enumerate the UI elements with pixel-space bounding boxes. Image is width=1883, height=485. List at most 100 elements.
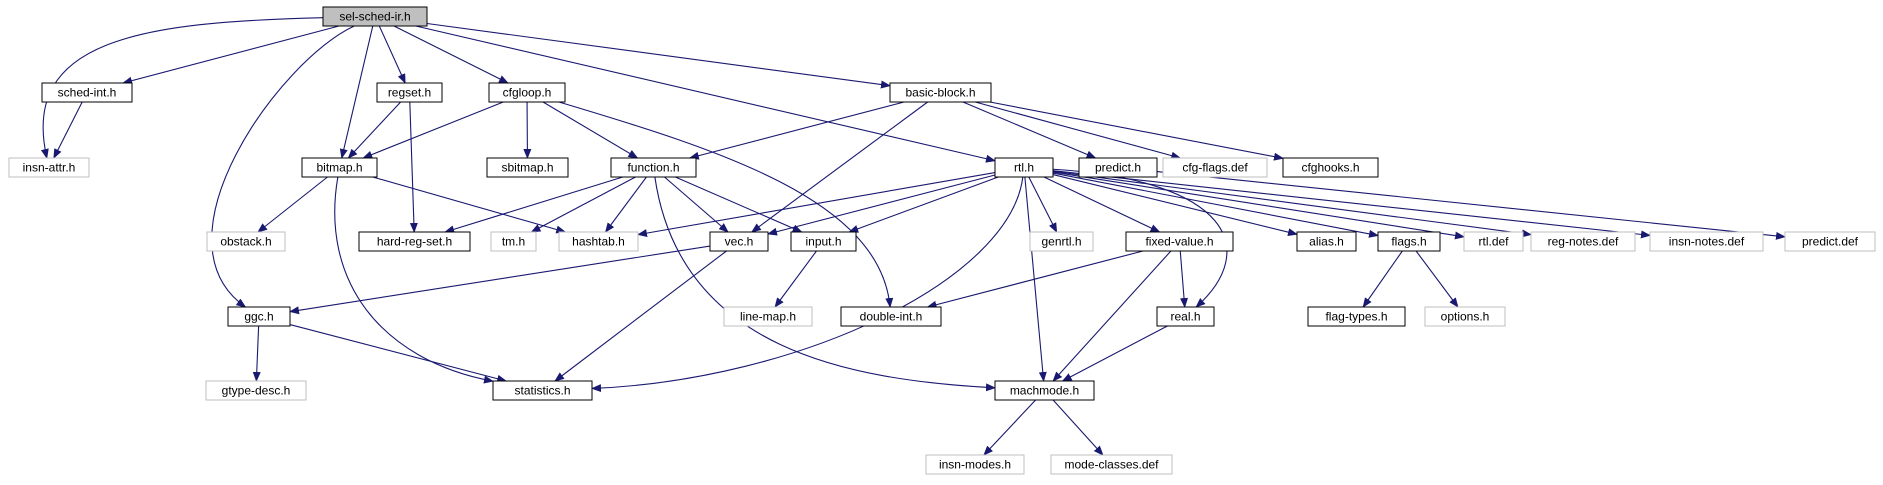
- node-cfg-flags: cfg-flags.def: [1162, 157, 1268, 178]
- node-label: real.h: [1170, 310, 1200, 324]
- node-vec[interactable]: vec.h: [709, 231, 769, 252]
- edge-sel-sched-ir-to-insn-attr: [40, 17, 324, 159]
- node-box: [994, 380, 1095, 401]
- edge-sel-sched-ir-to-ggc: [211, 25, 355, 308]
- node-label: genrtl.h: [1041, 235, 1081, 249]
- node-label: mode-classes.def: [1064, 458, 1159, 472]
- node-ggc[interactable]: ggc.h: [227, 306, 291, 327]
- node-box: [1649, 231, 1764, 252]
- node-hashtab: hashtab.h: [558, 231, 639, 252]
- node-box: [205, 380, 307, 401]
- node-box: [1377, 231, 1441, 252]
- edge-real-to-machmode: [1061, 325, 1168, 382]
- node-alias[interactable]: alias.h: [1296, 231, 1357, 252]
- node-insn-notes: insn-notes.def: [1649, 231, 1764, 252]
- node-flags[interactable]: flags.h: [1377, 231, 1441, 252]
- node-box: [1156, 306, 1215, 327]
- edge-bitmap-to-statistics: [334, 176, 494, 384]
- edge-vec-to-ggc: [289, 245, 711, 315]
- edge-sel-sched-ir-to-cfgloop: [393, 25, 509, 84]
- node-fixed-value[interactable]: fixed-value.h: [1125, 231, 1234, 252]
- node-double-int[interactable]: double-int.h: [840, 306, 942, 327]
- edge-fixed-value-to-real: [1179, 250, 1189, 308]
- node-sched-int[interactable]: sched-int.h: [41, 82, 133, 103]
- edge-sel-sched-ir-to-bitmap: [339, 25, 374, 159]
- node-box: [925, 454, 1025, 475]
- node-box: [1424, 306, 1506, 327]
- node-label: sel-sched-ir.h: [339, 10, 410, 24]
- node-label: cfgloop.h: [503, 86, 552, 100]
- edge-cfgloop-to-bitmap: [362, 101, 504, 159]
- node-label: line-map.h: [740, 310, 796, 324]
- node-cfgloop[interactable]: cfgloop.h: [488, 82, 566, 103]
- node-label: rtl.h: [1014, 161, 1034, 175]
- node-gtype-desc: gtype-desc.h: [205, 380, 307, 401]
- node-label: obstack.h: [220, 235, 271, 249]
- node-label: hard-reg-set.h: [377, 235, 452, 249]
- node-flag-types[interactable]: flag-types.h: [1307, 306, 1406, 327]
- node-box: [376, 82, 443, 103]
- node-label: sched-int.h: [58, 86, 117, 100]
- node-sbitmap[interactable]: sbitmap.h: [486, 157, 569, 178]
- node-box: [1050, 454, 1173, 475]
- node-options: options.h: [1424, 306, 1506, 327]
- edge-bitmap-to-obstack: [257, 176, 328, 233]
- node-input[interactable]: input.h: [790, 231, 857, 252]
- edge-function-to-input: [675, 176, 803, 233]
- edge-rtl-to-input: [848, 176, 999, 233]
- node-label: bitmap.h: [316, 161, 362, 175]
- edge-flags-to-flag-types: [1362, 250, 1403, 308]
- edge-flags-to-options: [1415, 250, 1459, 308]
- node-box: [1162, 157, 1268, 178]
- node-box: [1784, 231, 1876, 252]
- node-label: insn-notes.def: [1669, 235, 1745, 249]
- edge-ggc-to-statistics: [289, 324, 508, 383]
- node-machmode[interactable]: machmode.h: [994, 380, 1095, 401]
- node-regset[interactable]: regset.h: [376, 82, 443, 103]
- edge-basic-block-to-function: [688, 101, 905, 160]
- edges-layer: [40, 17, 1786, 456]
- node-box: [490, 231, 537, 252]
- node-label: tm.h: [502, 235, 525, 249]
- node-predict-def: predict.def: [1784, 231, 1876, 252]
- edge-function-to-vec: [664, 176, 729, 233]
- node-basic-block[interactable]: basic-block.h: [889, 82, 992, 103]
- node-box: [1029, 231, 1094, 252]
- node-predict[interactable]: predict.h: [1078, 157, 1158, 178]
- edge-predict-to-predict-def: [1156, 171, 1786, 240]
- edge-function-to-machmode: [654, 176, 996, 392]
- edge-rtl-to-alias: [1052, 174, 1298, 237]
- node-label: flag-types.h: [1325, 310, 1387, 324]
- edge-machmode-to-mode-classes: [1052, 399, 1104, 456]
- node-box: [1463, 231, 1524, 252]
- node-hard-reg-set[interactable]: hard-reg-set.h: [358, 231, 471, 252]
- edge-rtl-to-flags: [1052, 172, 1379, 238]
- edge-regset-to-hard-reg-set: [409, 101, 418, 233]
- node-box: [301, 157, 378, 178]
- node-label: input.h: [805, 235, 841, 249]
- edge-basic-block-to-cfg-flags: [975, 101, 1182, 160]
- node-function[interactable]: function.h: [610, 157, 697, 178]
- edge-rtl-to-vec: [767, 174, 996, 236]
- edge-ggc-to-gtype-desc: [252, 325, 261, 382]
- node-bitmap[interactable]: bitmap.h: [301, 157, 378, 178]
- edge-sched-int-to-insn-attr: [53, 101, 83, 159]
- node-cfghooks[interactable]: cfghooks.h: [1282, 157, 1379, 178]
- node-sel-sched-ir: sel-sched-ir.h: [322, 6, 428, 27]
- edge-cfgloop-to-double-int: [558, 101, 894, 308]
- node-box: [709, 231, 769, 252]
- node-label: flags.h: [1391, 235, 1426, 249]
- node-obstack: obstack.h: [206, 231, 286, 252]
- node-mode-classes: mode-classes.def: [1050, 454, 1173, 475]
- node-label: sbitmap.h: [501, 161, 553, 175]
- node-label: cfghooks.h: [1301, 161, 1359, 175]
- edge-basic-block-to-predict: [962, 101, 1097, 159]
- node-box: [486, 157, 569, 178]
- node-box: [840, 306, 942, 327]
- node-statistics[interactable]: statistics.h: [492, 380, 593, 401]
- edge-rtl-to-insn-notes: [1052, 170, 1651, 239]
- edge-sel-sched-ir-to-basic-block: [426, 22, 891, 89]
- node-real[interactable]: real.h: [1156, 306, 1215, 327]
- node-rtl[interactable]: rtl.h: [994, 157, 1054, 178]
